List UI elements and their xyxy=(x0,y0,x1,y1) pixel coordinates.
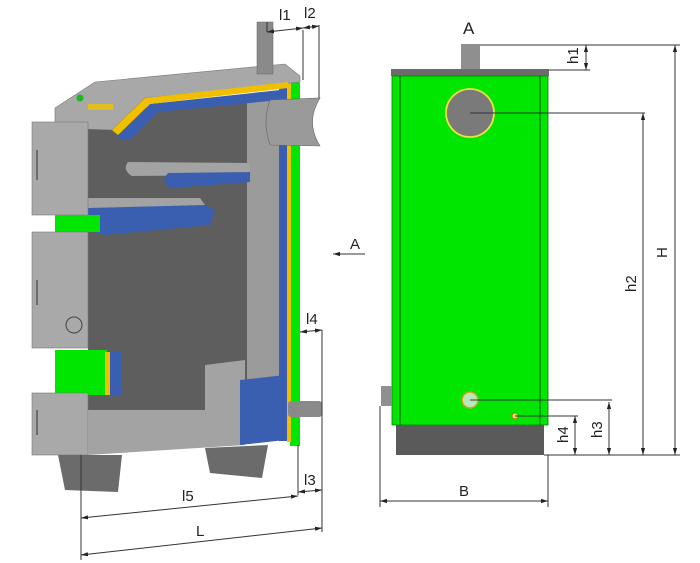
dim-B-label: B xyxy=(459,483,469,500)
dim-h3-label: h3 xyxy=(589,421,606,438)
dim-l5-label: l5 xyxy=(182,488,194,505)
dim-l2-label: l2 xyxy=(304,5,316,22)
chimney-pipe xyxy=(256,21,274,75)
chimney-pipe xyxy=(461,44,480,70)
top-water-jacket xyxy=(116,90,280,140)
base-plinth xyxy=(396,425,544,455)
rear-insulation xyxy=(290,78,300,446)
front-water-jacket xyxy=(110,352,122,395)
side-dimensions: l1 l2 l4 l3 l5 L xyxy=(80,5,323,560)
lower-baffle-top xyxy=(88,198,205,208)
return-pipe xyxy=(288,401,322,417)
front-insulation-upper xyxy=(55,215,100,232)
leg-front xyxy=(58,455,122,492)
view-a-title: A xyxy=(463,19,475,38)
dim-h1-label: h1 xyxy=(565,47,582,64)
dim-h2-label: h2 xyxy=(623,275,640,292)
cleaning-door xyxy=(31,392,89,456)
top-seal xyxy=(112,82,288,135)
leg-rear xyxy=(205,445,268,478)
air-regulator-icon xyxy=(65,316,83,334)
side-section-view: l1 l2 l4 l3 l5 L A xyxy=(31,5,365,560)
view-marker-label: A xyxy=(350,236,360,253)
lower-baffle xyxy=(88,205,215,235)
front-view-a: A h1 H h2 h3 h4 xyxy=(379,19,680,507)
dim-l1-label: l1 xyxy=(279,7,291,24)
ash-door xyxy=(31,231,89,349)
dim-h4-label: h4 xyxy=(555,426,572,443)
front-insulation-lower xyxy=(55,350,107,395)
side-pipe xyxy=(381,386,392,406)
dim-l4-label: l4 xyxy=(306,311,318,328)
view-direction-marker: A xyxy=(333,236,365,257)
step-block xyxy=(205,360,245,445)
rear-seal xyxy=(287,82,291,442)
dim-H-label: H xyxy=(654,247,671,258)
front-seal xyxy=(105,352,110,395)
dim-l3-label: l3 xyxy=(304,472,316,489)
front-dimensions: h1 H h2 h3 h4 B xyxy=(379,44,680,507)
dim-L-label: L xyxy=(196,523,204,540)
loading-door xyxy=(31,121,89,216)
upper-baffle-jacket xyxy=(164,172,250,188)
bottom-water-jacket xyxy=(240,375,285,445)
rear-water-jacket xyxy=(279,86,287,441)
top-cover xyxy=(391,69,549,76)
flue-outlet xyxy=(265,97,321,147)
indicator-lamp xyxy=(76,94,84,102)
logo-plate xyxy=(88,104,113,110)
